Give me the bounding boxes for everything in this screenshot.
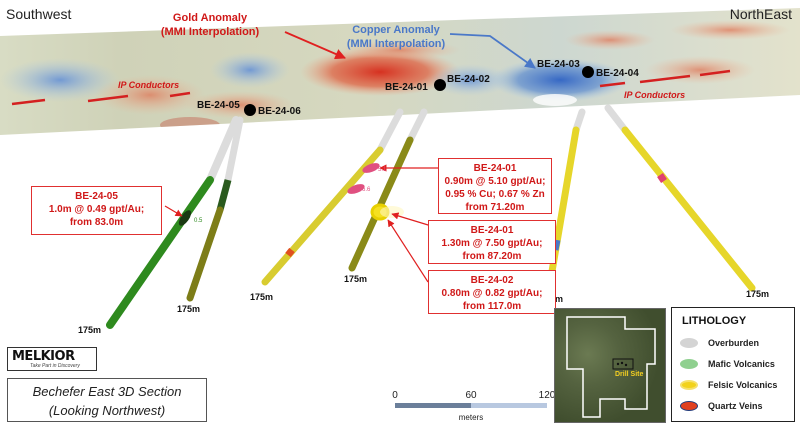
drillhole-be-24-01 <box>261 108 404 286</box>
svg-text:120: 120 <box>539 390 556 401</box>
copper-anomaly-label: Copper Anomaly <box>352 24 440 36</box>
callout-arrow-be-24-02 <box>387 219 429 283</box>
depth-label-be-24-06: 175m <box>177 304 200 314</box>
collar-label-be-24-04: BE-24-04 <box>596 68 639 79</box>
depth-label-be-24-04: 175m <box>746 289 769 299</box>
depth-label-be-24-05: 175m <box>78 325 101 335</box>
depth-label-be-24-01: 175m <box>250 292 273 302</box>
drillhole-be-24-06 <box>186 116 244 302</box>
mafic-swatch <box>680 359 698 369</box>
collar-dots <box>244 66 594 116</box>
depth-label-be-24-02: 175m <box>344 274 367 284</box>
drillhole-be-24-03 <box>544 108 586 299</box>
ip-conductors-left-label: IP Conductors <box>118 80 179 90</box>
collar-label-be-24-03: BE-24-03 <box>537 59 580 70</box>
intercept-value-0: 0.5 <box>194 218 203 224</box>
gold-anomaly-sublabel: (MMI Interpolation) <box>161 26 260 38</box>
collar-label-be-24-05: BE-24-05 <box>197 100 240 111</box>
melkior-logo: MELKIOR Take Part in Discovery <box>7 347 97 371</box>
copper-anomaly-sublabel: (MMI Interpolation) <box>347 38 446 50</box>
collar-label-be-24-01: BE-24-01 <box>385 82 428 93</box>
legend-item-quartz: Quartz Veins <box>680 398 763 414</box>
legend-item-mafic: Mafic Volcanics <box>680 356 775 372</box>
felsic-swatch <box>680 380 698 390</box>
lithology-legend: LITHOLOGY Overburden Mafic Volcanics Fel… <box>671 307 795 422</box>
callout-arrow-be-24-05 <box>164 205 183 217</box>
drill-site-label: Drill Site <box>615 371 644 378</box>
property-outline <box>566 316 656 418</box>
overburden-swatch <box>680 338 698 348</box>
svg-text:0: 0 <box>392 390 398 401</box>
drillhole-be-24-05 <box>106 116 240 329</box>
scale-bar: 0 60 120 meters <box>392 390 556 422</box>
section-title: Bechefer East 3D Section (Looking Northw… <box>7 378 207 422</box>
legend-item-felsic: Felsic Volcanics <box>680 377 777 393</box>
location-map-inset: Drill Site <box>554 308 666 423</box>
gold-anomaly-label: Gold Anomaly <box>173 12 248 24</box>
callout-be-24-01-upper: BE-24-01 0.90m @ 5.10 gpt/Au; 0.95 % Cu;… <box>438 158 552 214</box>
gold-anomaly-arrow <box>284 31 346 60</box>
callout-be-24-01-lower: BE-24-01 1.30m @ 7.50 gpt/Au; from 87.20… <box>428 220 556 264</box>
legend-title: LITHOLOGY <box>682 315 747 327</box>
ip-conductors-right-label: IP Conductors <box>624 90 685 100</box>
southwest-label: Southwest <box>6 6 72 22</box>
callout-be-24-02: BE-24-02 0.80m @ 0.82 gpt/Au; from 117.0… <box>428 270 556 314</box>
callout-be-24-05: BE-24-05 1.0m @ 0.49 gpt/Au; from 83.0m <box>31 186 162 235</box>
svg-text:meters: meters <box>459 413 483 422</box>
collar-label-be-24-02: BE-24-02 <box>447 74 490 85</box>
intercept-value-2: 6.6 <box>362 187 371 193</box>
collar-label-be-24-06: BE-24-06 <box>258 106 301 117</box>
intercept-value-1: 5.1 <box>378 167 387 173</box>
copper-anomaly-arrow <box>449 33 536 69</box>
drillhole-be-24-04 <box>604 104 756 292</box>
northeast-label: NorthEast <box>729 6 792 22</box>
legend-item-overburden: Overburden <box>680 335 759 351</box>
quartz-swatch <box>680 401 698 411</box>
svg-text:60: 60 <box>465 390 477 401</box>
